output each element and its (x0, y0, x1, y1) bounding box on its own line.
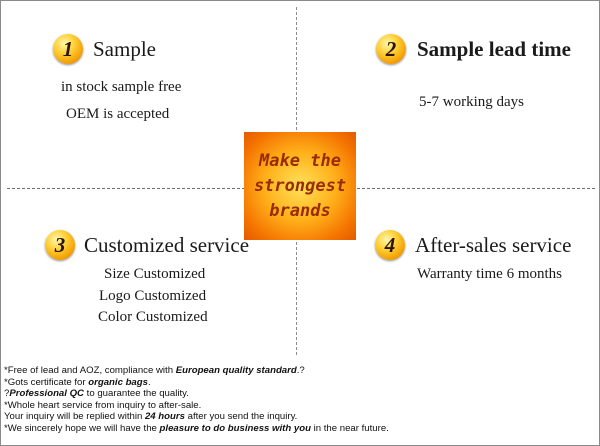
number-badge-3: 3 (45, 230, 75, 260)
slogan-box: Make the strongest brands (244, 132, 356, 240)
section-line: Size Customized (104, 266, 206, 282)
slogan-line: strongest (253, 175, 347, 196)
note-line: *Gots certificate for organic bags. (4, 376, 151, 388)
number-badge-1: 1 (53, 34, 83, 64)
note-line: Your inquiry will be replied within 24 h… (4, 411, 298, 423)
section-title-sample: Sample (93, 37, 156, 61)
note-line: *We sincerely hope we will have the plea… (4, 422, 389, 434)
section-line: 5-7 working days (419, 94, 524, 110)
note-line: ?Professional QC to guarantee the qualit… (4, 388, 189, 400)
number-badge-2: 2 (376, 34, 406, 64)
note-line: *Whole heart service from inquiry to aft… (4, 399, 202, 411)
section-title-after-sales: After-sales service (415, 233, 572, 257)
note-line: *Free of lead and AOZ, compliance with E… (4, 365, 305, 376)
section-line: OEM is accepted (66, 106, 170, 122)
section-line: Logo Customized (99, 288, 207, 304)
slogan-line: Make the (259, 150, 341, 171)
section-title-lead-time: Sample lead time (417, 37, 571, 61)
section-line: Color Customized (98, 309, 208, 325)
section-line: in stock sample free (61, 79, 182, 95)
section-line: Warranty time 6 months (417, 266, 563, 282)
number-badge-4: 4 (375, 230, 405, 260)
section-title-customized: Customized service (84, 233, 250, 257)
notes-block: *Free of lead and AOZ, compliance with E… (4, 365, 596, 435)
slogan-line: brands (269, 200, 331, 221)
